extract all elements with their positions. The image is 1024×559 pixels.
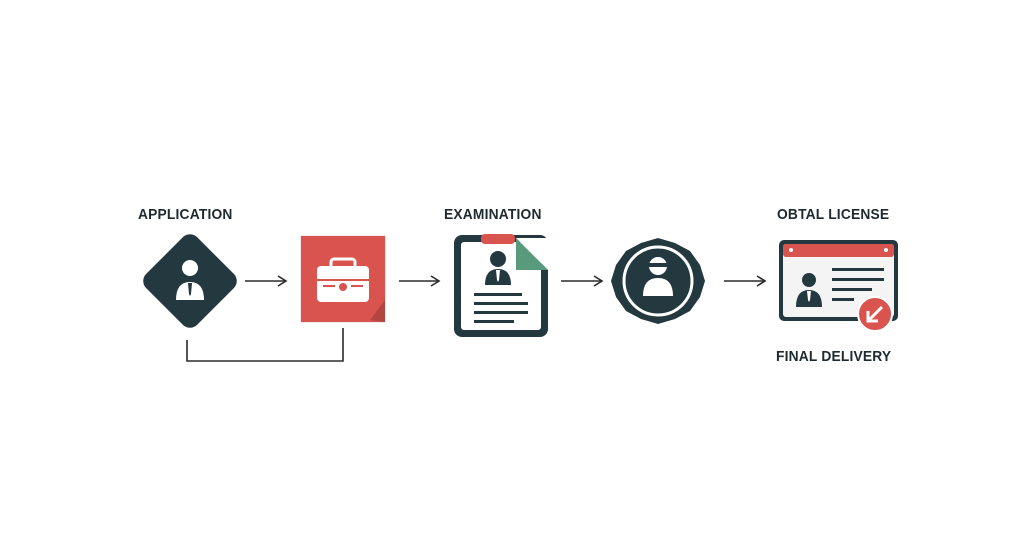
arrow-4 bbox=[724, 275, 767, 287]
applicant-diamond-icon bbox=[143, 234, 237, 328]
final-delivery-label: FINAL DELIVERY bbox=[776, 348, 892, 365]
license-card-icon bbox=[779, 240, 898, 332]
headset-badge-icon bbox=[611, 238, 705, 324]
arrow-2 bbox=[399, 275, 441, 287]
application-label: APPLICATION bbox=[138, 206, 233, 223]
obtain-license-label: OBTAL LICENSE bbox=[777, 206, 890, 223]
arrow-3 bbox=[561, 275, 604, 287]
feedback-loop-connector bbox=[186, 328, 344, 362]
examination-label: EXAMINATION bbox=[444, 206, 542, 223]
delivery-arrow-icon bbox=[857, 296, 893, 332]
arrow-1 bbox=[245, 275, 288, 287]
resume-document-icon bbox=[454, 234, 548, 337]
briefcase-document-icon bbox=[300, 235, 386, 323]
